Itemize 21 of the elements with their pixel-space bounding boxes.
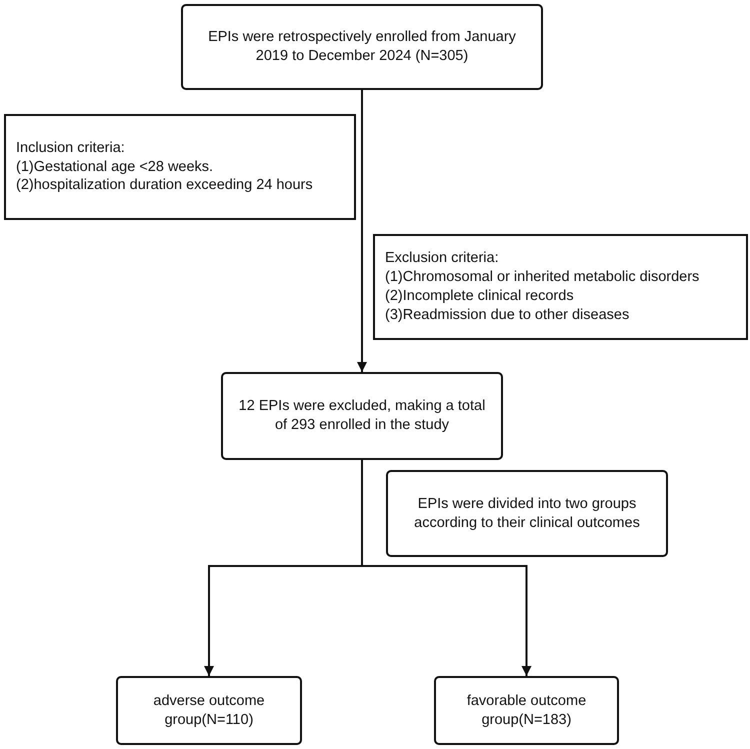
criteria-box (4, 114, 356, 220)
node-text: (2)hospitalization duration exceeding 24 hours (16, 176, 313, 196)
node-text: EPIs were retrospectively enrolled from January 2019 to December 2024 (N=305) (207, 28, 517, 66)
node-text: 12 EPIs were excluded, making a total of 293 enrolled in the study (238, 397, 486, 435)
node-text: (3)Readmission due to other diseases (385, 306, 630, 325)
criteria-box (373, 234, 748, 340)
arrow (357, 90, 367, 372)
node-text: EPIs were divided into two groups according to their clinical outcomes (413, 494, 641, 532)
node-text: Inclusion criteria: (16, 138, 125, 158)
process-box (434, 676, 619, 745)
node-text: (1)Chromosomal or inherited metabolic disorders (385, 268, 700, 287)
node-text: (2)Incomplete clinical records (385, 287, 574, 306)
node-text: Exclusion criteria: (385, 249, 499, 268)
node-text: favorable outcome group(N=183) (466, 692, 588, 730)
node-text: adverse outcome group(N=110) (152, 692, 266, 730)
process-box (181, 4, 543, 90)
process-box (386, 470, 668, 557)
node-text: (1)Gestational age <28 weeks. (16, 158, 214, 176)
process-box (221, 372, 503, 460)
arrow (361, 460, 532, 676)
process-box (116, 676, 302, 745)
